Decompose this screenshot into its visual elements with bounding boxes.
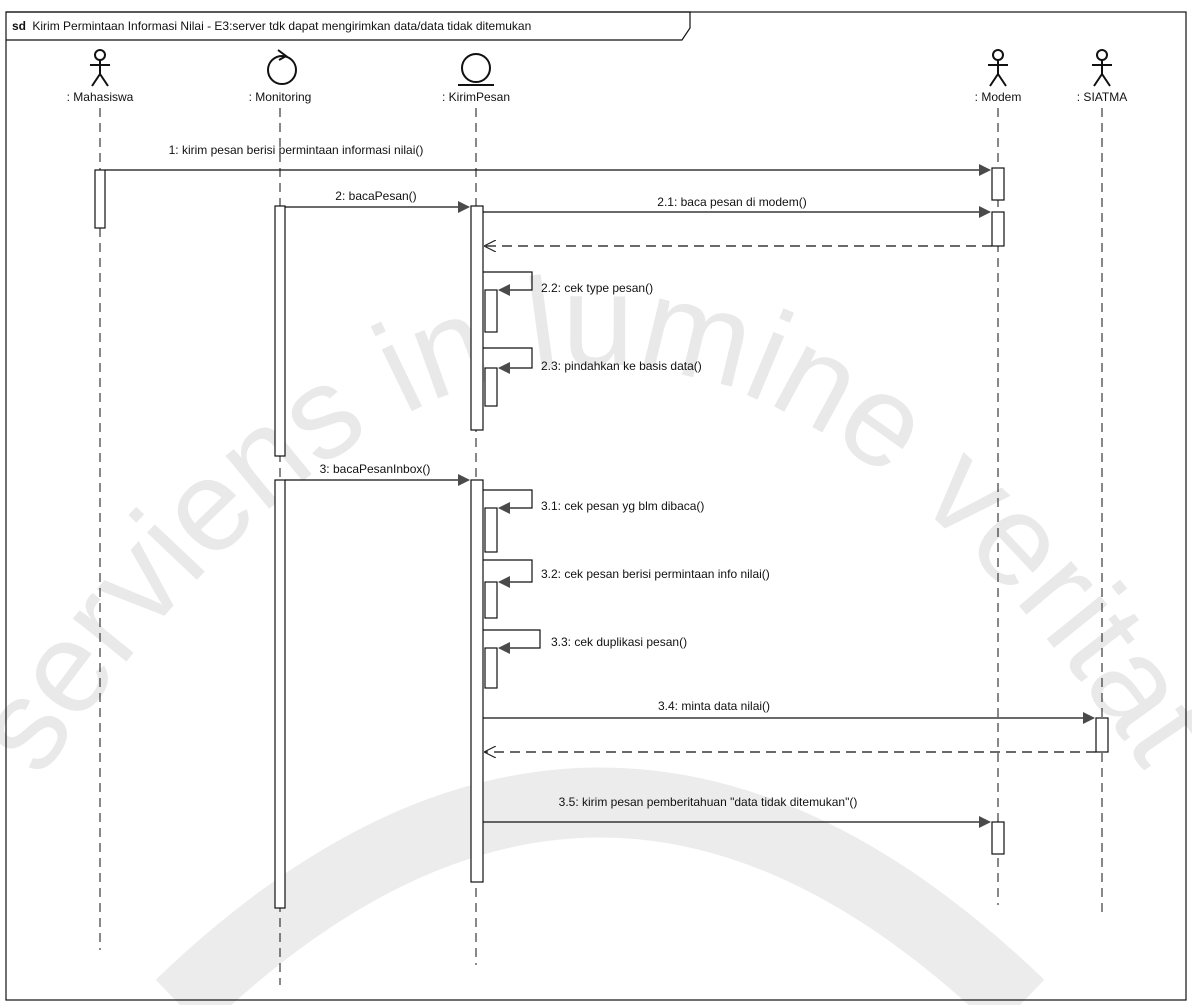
message-label-2-3: 2.3: pindahkan ke basis data() bbox=[541, 359, 702, 373]
self-arrow-3-2 bbox=[483, 559, 533, 588]
boundary-icon bbox=[458, 53, 494, 86]
actor-icon bbox=[1092, 49, 1112, 87]
message-label-3-2: 3.2: cek pesan berisi permintaan info ni… bbox=[541, 567, 770, 581]
message-label-3-1: 3.1: cek pesan yg blm dibaca() bbox=[541, 499, 704, 513]
lifeline-label-monitoring: : Monitoring bbox=[249, 90, 312, 104]
activation-modem-2 bbox=[991, 211, 1005, 247]
activation-self-2-2 bbox=[484, 289, 498, 333]
actor-icon bbox=[90, 49, 110, 87]
activation-self-3-3 bbox=[484, 647, 498, 689]
lifeline-label-mahasiswa: : Mahasiswa bbox=[67, 90, 134, 104]
frame: sd Kirim Permintaan Informasi Nilai - E3… bbox=[5, 11, 1187, 1001]
activation-self-2-3 bbox=[484, 367, 498, 407]
message-label-3-3: 3.3: cek duplikasi pesan() bbox=[551, 635, 687, 649]
activation-bars bbox=[94, 167, 1109, 909]
lifeline-label-modem: : Modem bbox=[975, 90, 1022, 104]
lifeline-siatma: : SIATMA bbox=[1077, 49, 1127, 915]
frame-keyword: sd bbox=[12, 19, 26, 33]
message-label-1: 1: kirim pesan berisi permintaan informa… bbox=[169, 143, 424, 157]
watermark-seal-shape bbox=[155, 767, 1045, 1005]
lifeline-modem: : Modem bbox=[975, 49, 1022, 905]
lifeline-label-siatma: : SIATMA bbox=[1077, 90, 1127, 104]
message-label-3-4: 3.4: minta data nilai() bbox=[658, 699, 770, 713]
frame-title: sd Kirim Permintaan Informasi Nilai - E3… bbox=[12, 19, 531, 33]
control-icon bbox=[267, 49, 297, 85]
message-label-2-2: 2.2: cek type pesan() bbox=[541, 281, 653, 295]
activation-siatma bbox=[1095, 717, 1109, 753]
activation-kirimpesan-1 bbox=[470, 205, 484, 431]
message-label-3-5: 3.5: kirim pesan pemberitahuan "data tid… bbox=[559, 795, 858, 809]
self-arrow-2-3 bbox=[483, 347, 533, 374]
message-label-3: 3: bacaPesanInbox() bbox=[320, 462, 431, 476]
message-labels: 1: kirim pesan berisi permintaan informa… bbox=[169, 143, 858, 809]
activation-modem-3 bbox=[991, 821, 1005, 855]
watermark-text: serviens in lumine veritatis bbox=[0, 0, 1192, 796]
lifeline-mahasiswa: : Mahasiswa bbox=[67, 49, 134, 950]
message-label-2: 2: bacaPesan() bbox=[335, 189, 416, 203]
activation-monitoring-2 bbox=[274, 479, 286, 909]
activation-self-3-1 bbox=[484, 507, 498, 553]
messages bbox=[105, 164, 1096, 828]
self-arrow-3-1 bbox=[483, 489, 533, 514]
activation-kirimpesan-2 bbox=[470, 479, 484, 883]
self-arrow-3-3 bbox=[483, 629, 541, 654]
actor-icon bbox=[988, 49, 1008, 87]
activation-self-3-2 bbox=[484, 581, 498, 619]
activation-monitoring-1 bbox=[274, 205, 286, 457]
activation-mahasiswa bbox=[94, 169, 106, 229]
frame-title-text: Kirim Permintaan Informasi Nilai - E3:se… bbox=[32, 19, 531, 33]
activation-modem-1 bbox=[991, 167, 1005, 201]
frame-title-tab bbox=[6, 11, 691, 41]
message-label-2-1: 2.1: baca pesan di modem() bbox=[657, 195, 806, 209]
self-arrow-2-2 bbox=[483, 271, 533, 296]
lifeline-label-kirimpesan: : KirimPesan bbox=[442, 90, 510, 104]
